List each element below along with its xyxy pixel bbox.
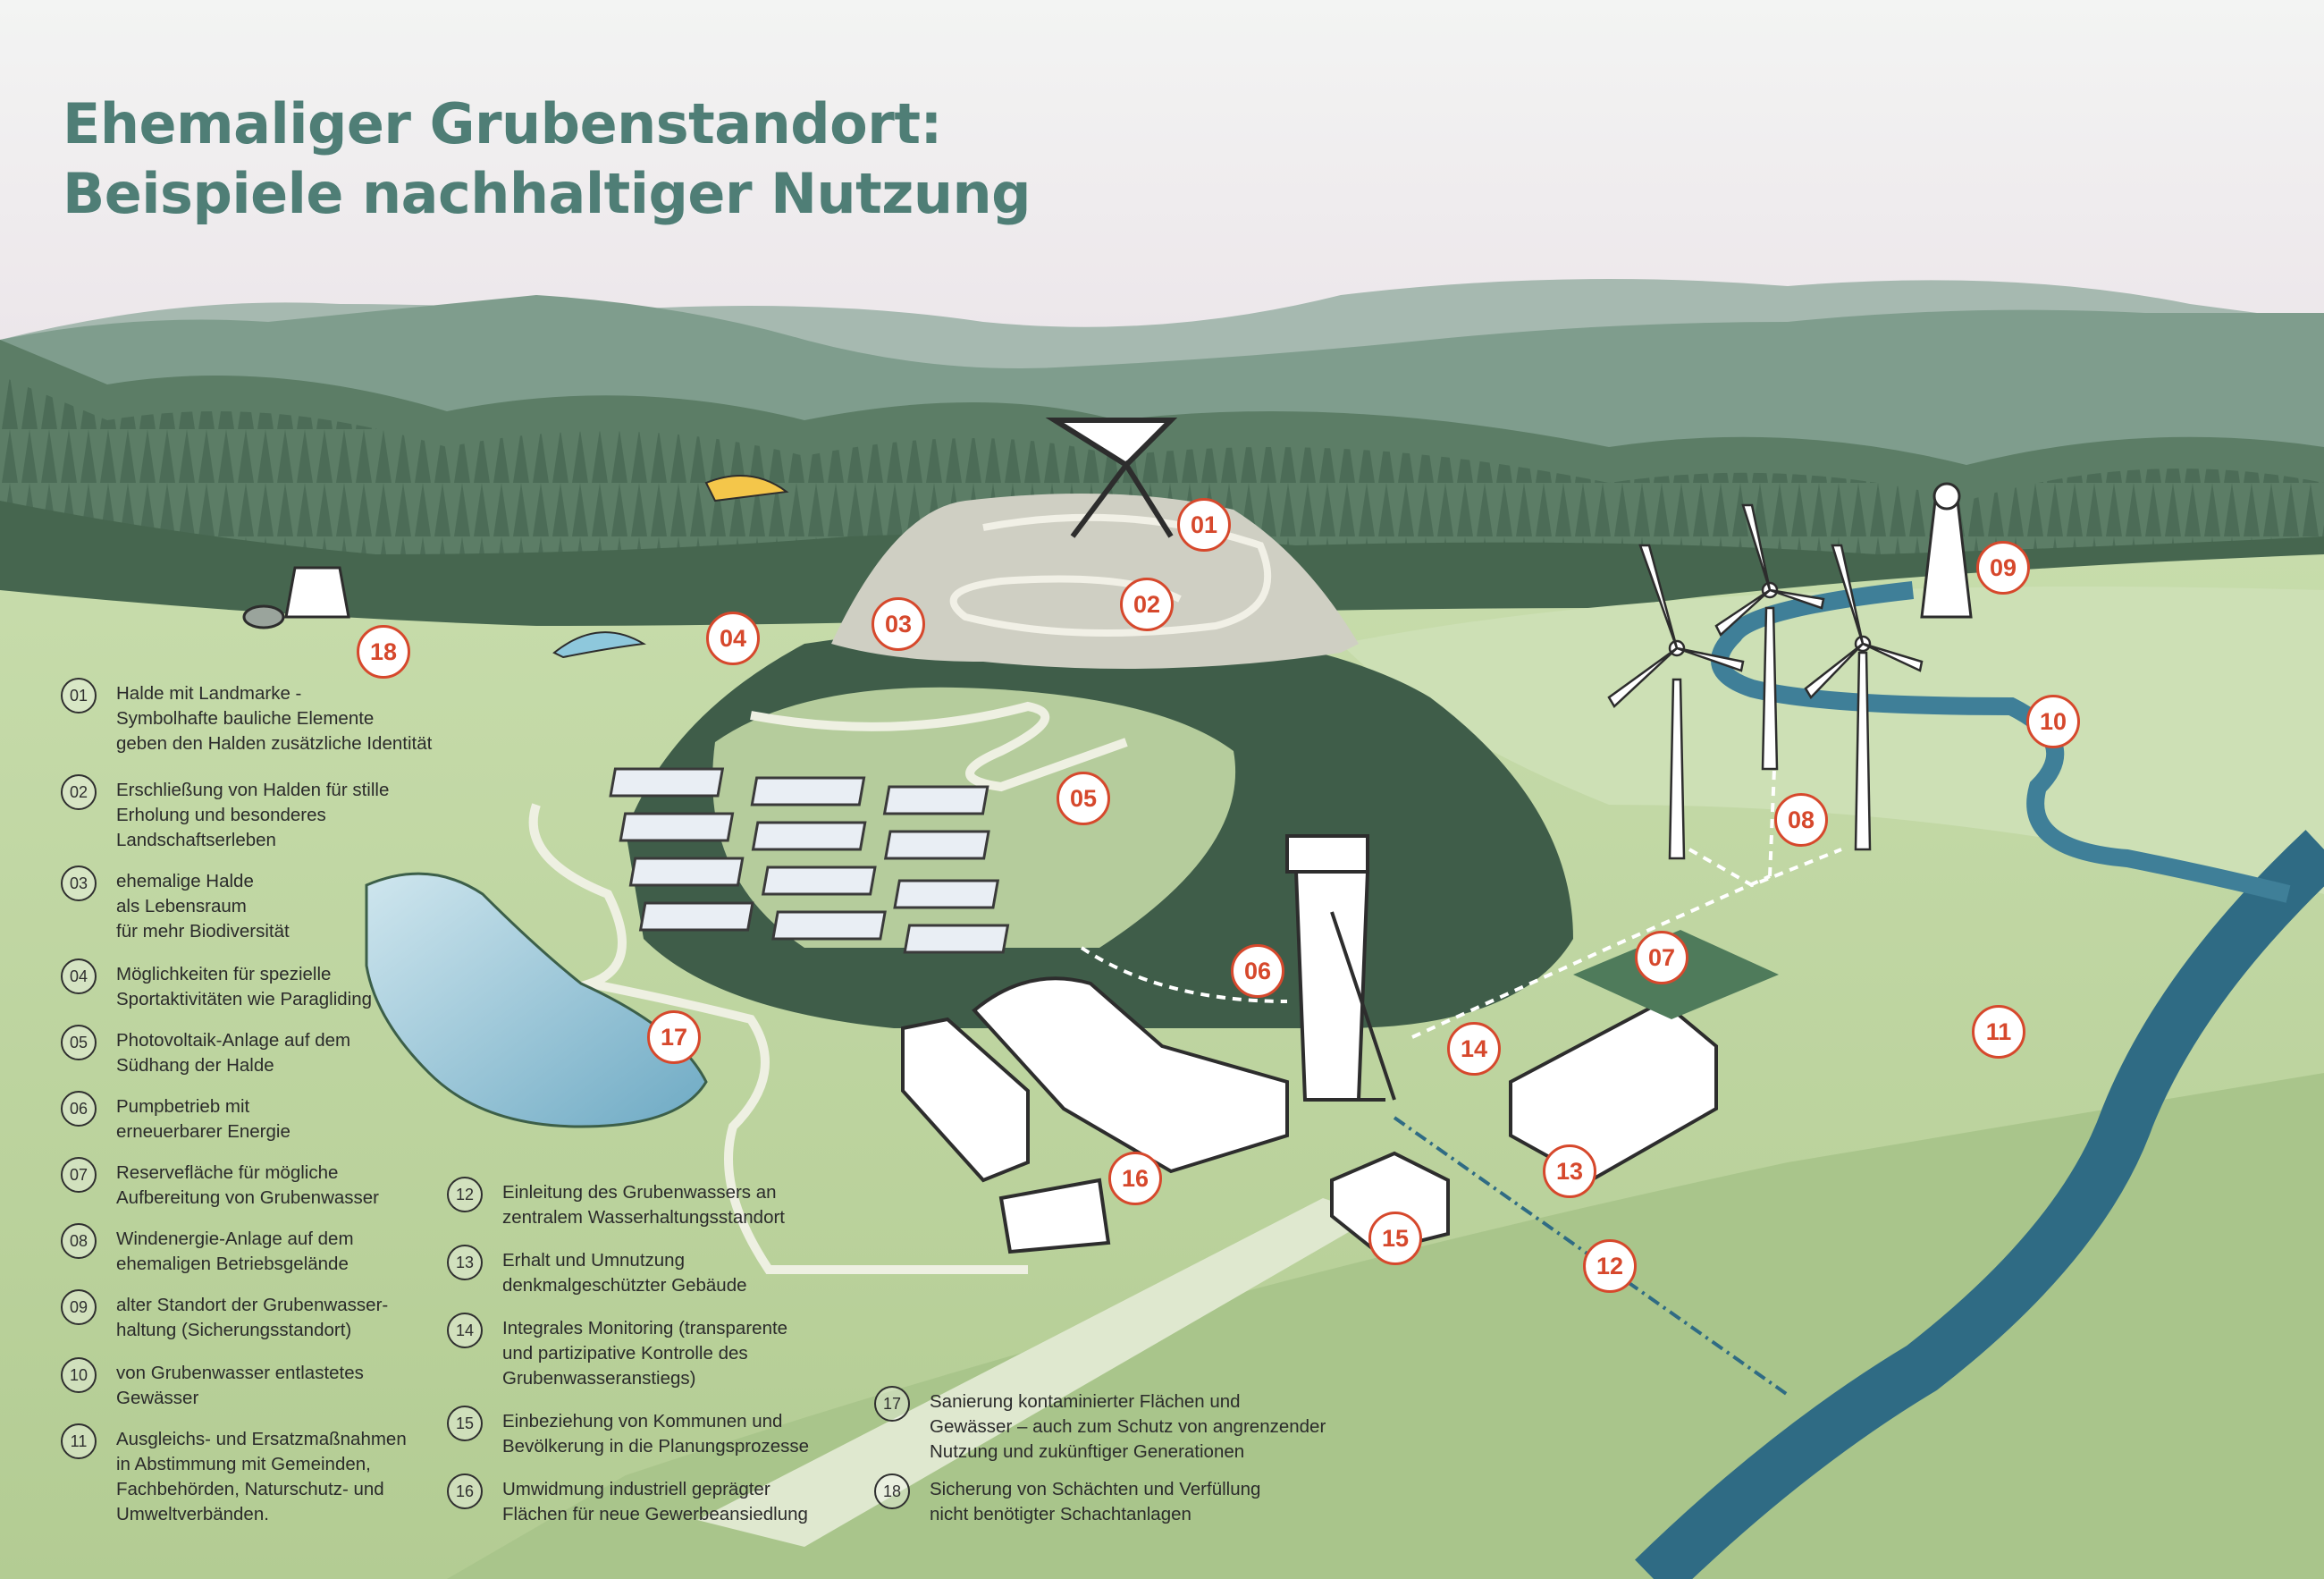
building-hall xyxy=(972,976,1289,1174)
river xyxy=(1635,830,2324,1579)
building-16a xyxy=(901,1017,1030,1183)
legend-text: von Grubenwasser entlastetes Gewässer xyxy=(116,1363,364,1408)
legend-text: alter Standort der Grubenwasser- haltung… xyxy=(116,1295,389,1340)
building-16b xyxy=(998,1178,1111,1254)
legend-number: 03 xyxy=(61,865,97,901)
buildings xyxy=(901,976,1718,1254)
meadow-light xyxy=(1341,587,2324,894)
legend-number: 02 xyxy=(61,774,97,810)
map-marker-17: 17 xyxy=(647,1010,701,1064)
map-marker-12: 12 xyxy=(1583,1239,1637,1293)
map-marker-07: 07 xyxy=(1635,931,1688,984)
legend-text: Windenergie-Anlage auf dem ehemaligen Be… xyxy=(116,1229,354,1274)
old-shaft-tower xyxy=(1920,482,1973,619)
legend-item-14: 14 Integrales Monitoring (transparente u… xyxy=(447,1313,867,1391)
road xyxy=(697,1198,1377,1547)
legend-item-18: 18 Sicherung von Schächten und Verfüllun… xyxy=(874,1473,1375,1527)
legend-text: Halde mit Landmarke - Symbolhafte baulic… xyxy=(116,683,433,754)
legend-number: 14 xyxy=(447,1313,483,1348)
legend-text: Erhalt und Umnutzung denkmalgeschützter … xyxy=(502,1250,747,1296)
power-lines xyxy=(1080,768,1842,1039)
legend-text: Erschließung von Halden für stille Erhol… xyxy=(116,780,390,850)
legend-text: Einleitung des Grubenwassers an zentrale… xyxy=(502,1182,785,1228)
map-marker-14: 14 xyxy=(1447,1022,1501,1076)
legend-text: Integrales Monitoring (transparente und … xyxy=(502,1318,788,1389)
legend-item-08: 08 Windenergie-Anlage auf dem ehemaligen… xyxy=(61,1223,481,1277)
legend-number: 06 xyxy=(61,1091,97,1127)
map-marker-13: 13 xyxy=(1543,1144,1596,1198)
legend-text: Photovoltaik-Anlage auf dem Südhang der … xyxy=(116,1030,351,1076)
map-marker-15: 15 xyxy=(1368,1212,1422,1265)
legend-item-09: 09 alter Standort der Grubenwasser- halt… xyxy=(61,1289,481,1343)
legend-item-15: 15 Einbeziehung von Kommunen und Bevölke… xyxy=(447,1406,867,1459)
legend-text: Reservefläche für mögliche Aufbereitung … xyxy=(116,1162,380,1208)
legend-text: ehemalige Halde als Lebensraum für mehr … xyxy=(116,871,290,941)
legend-text: Sicherung von Schächten und Verfüllung n… xyxy=(930,1479,1261,1524)
legend-number: 12 xyxy=(447,1177,483,1212)
stream xyxy=(1711,581,2291,903)
paraglider-blue xyxy=(552,631,647,659)
legend-item-02: 02 Erschließung von Halden für stille Er… xyxy=(61,774,481,853)
map-marker-11: 11 xyxy=(1972,1005,2025,1059)
legend-number: 17 xyxy=(874,1386,910,1422)
landmark-tower xyxy=(1045,418,1178,538)
legend-item-03: 03 ehemalige Halde als Lebensraum für me… xyxy=(61,865,481,944)
legend-text: Ausgleichs- und Ersatzmaßnahmen in Absti… xyxy=(116,1429,407,1524)
shaft-cap xyxy=(242,566,350,629)
legend-number: 11 xyxy=(61,1423,97,1459)
legend-number: 10 xyxy=(61,1357,97,1393)
wind-turbines xyxy=(1607,503,1924,860)
legend-text: Möglichkeiten für spezielle Sportaktivit… xyxy=(116,964,373,1009)
legend-item-16: 16 Umwidmung industriell geprägter Fläch… xyxy=(447,1473,867,1527)
legend-text: Einbeziehung von Kommunen und Bevölkerun… xyxy=(502,1411,810,1457)
legend-number: 18 xyxy=(874,1473,910,1509)
map-marker-01: 01 xyxy=(1177,498,1231,552)
legend-item-17: 17 Sanierung kontaminierter Flächen und … xyxy=(874,1386,1375,1465)
legend-item-11: 11 Ausgleichs- und Ersatzmaßnahmen in Ab… xyxy=(61,1423,481,1527)
legend-text: Sanierung kontaminierter Flächen und Gew… xyxy=(930,1391,1326,1462)
legend-number: 13 xyxy=(447,1245,483,1280)
legend-item-05: 05 Photovoltaik-Anlage auf dem Südhang d… xyxy=(61,1025,481,1078)
headframe xyxy=(1285,834,1396,1102)
map-marker-10: 10 xyxy=(2026,695,2080,748)
legend-item-06: 06 Pumpbetrieb mit erneuerbarer Energie xyxy=(61,1091,481,1144)
paraglider-yellow xyxy=(704,475,789,502)
legend-number: 09 xyxy=(61,1289,97,1325)
map-marker-18: 18 xyxy=(357,625,410,679)
legend-number: 04 xyxy=(61,958,97,994)
legend-item-10: 10 von Grubenwasser entlastetes Gewässer xyxy=(61,1357,481,1411)
title-line-1: Ehemaliger Grubenstandort: xyxy=(63,91,942,156)
legend-item-13: 13 Erhalt und Umnutzung denkmalgeschützt… xyxy=(447,1245,867,1298)
legend-text: Umwidmung industriell geprägter Flächen … xyxy=(502,1479,808,1524)
map-marker-06: 06 xyxy=(1231,944,1284,998)
map-marker-03: 03 xyxy=(872,597,925,651)
legend-number: 01 xyxy=(61,678,97,714)
page-title: Ehemaliger Grubenstandort: Beispiele nac… xyxy=(63,89,1031,229)
lake xyxy=(365,872,708,1128)
legend-number: 16 xyxy=(447,1473,483,1509)
map-marker-16: 16 xyxy=(1108,1152,1162,1205)
legend-number: 05 xyxy=(61,1025,97,1060)
legend-number: 08 xyxy=(61,1223,97,1259)
title-line-2: Beispiele nachhaltiger Nutzung xyxy=(63,161,1031,226)
legend-item-04: 04 Möglichkeiten für spezielle Sportakti… xyxy=(61,958,481,1012)
map-marker-09: 09 xyxy=(1976,541,2030,595)
legend-text: Pumpbetrieb mit erneuerbarer Energie xyxy=(116,1096,290,1142)
solar-panels xyxy=(609,767,1010,954)
legend-number: 07 xyxy=(61,1157,97,1193)
map-marker-02: 02 xyxy=(1120,578,1174,631)
legend-item-12: 12 Einleitung des Grubenwassers an zentr… xyxy=(447,1177,867,1230)
map-marker-05: 05 xyxy=(1057,772,1110,825)
main-path xyxy=(528,701,1128,1274)
legend-number: 15 xyxy=(447,1406,483,1441)
map-marker-08: 08 xyxy=(1774,793,1828,847)
legend-item-07: 07 Reservefläche für mögliche Aufbereitu… xyxy=(61,1157,481,1211)
legend-item-01: 01 Halde mit Landmarke - Symbolhafte bau… xyxy=(61,678,481,756)
map-marker-04: 04 xyxy=(706,612,760,665)
